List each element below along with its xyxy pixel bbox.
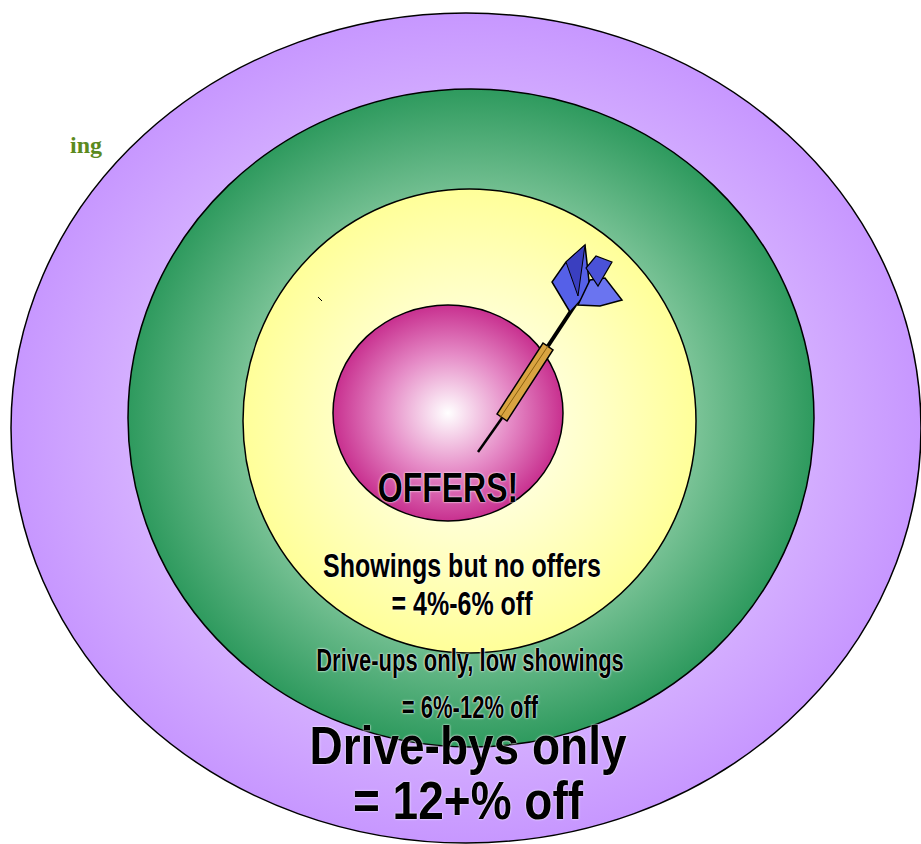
ring-label: Drive-ups only, low showings = 6%-12% of… (311, 638, 629, 731)
ring-label: OFFERS! (348, 466, 548, 510)
title-text: ing (70, 132, 102, 159)
outer-ring: Drive-bys only = 12+% offDrive-ups only,… (10, 12, 921, 844)
inner-ring: Showings but no offers = 4%-6% off OFFERS… (242, 188, 697, 654)
ring-label: Drive-bys only = 12+% off (301, 718, 636, 828)
middle-ring: Drive-ups only, low showings = 6%-12% of… (127, 88, 815, 748)
bullseye: OFFERS! (332, 304, 564, 522)
ring-label: Showings but no offers = 4%-6% off (318, 546, 606, 622)
